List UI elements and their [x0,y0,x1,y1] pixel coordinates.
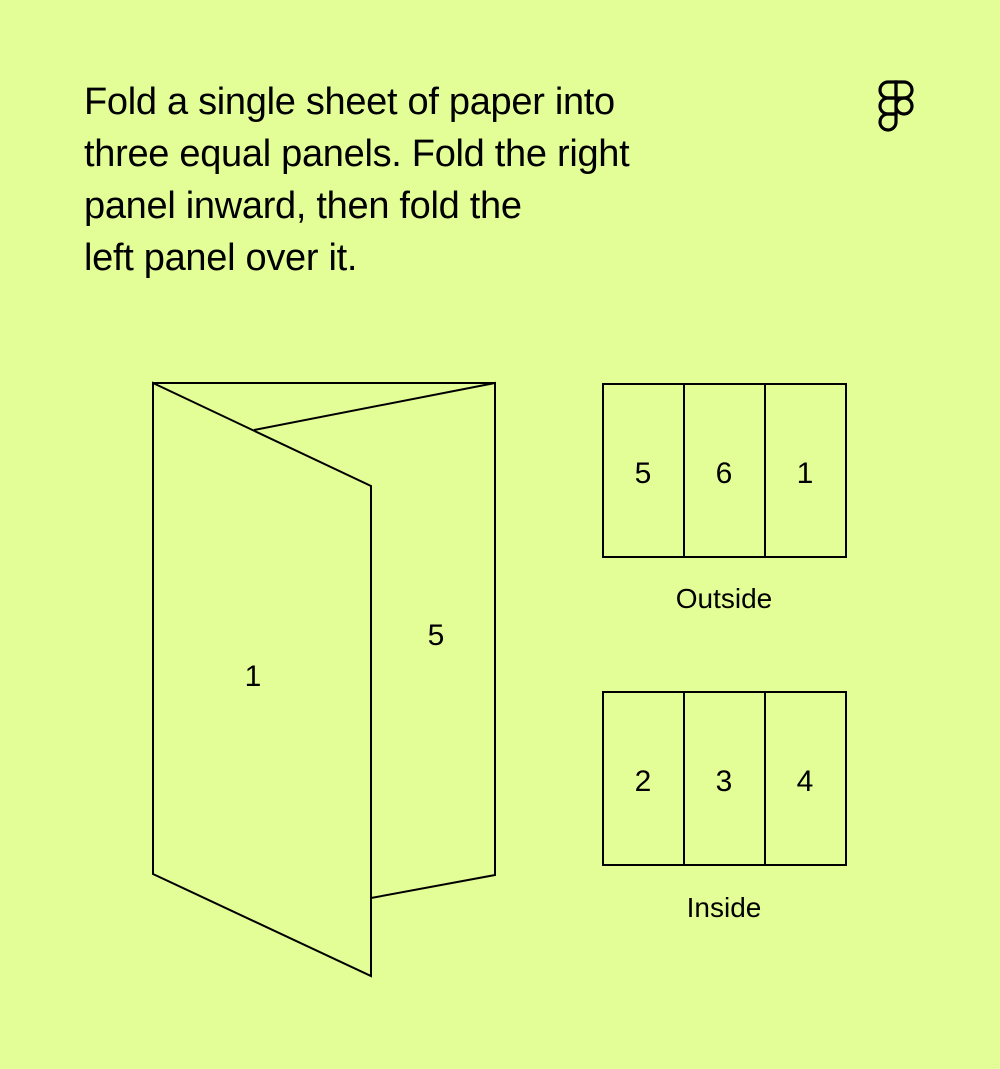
outside-panel-number: 6 [716,457,733,490]
inside-panel-number: 4 [797,765,814,798]
instructions-line-3: panel inward, then fold the [84,185,522,227]
figma-logo-icon [878,80,914,132]
instructions-line-4: left panel over it. [84,237,358,279]
outside-layout: 5 6 1 Outside [602,383,847,614]
instructions-text: Fold a single sheet of paper into three … [84,76,764,284]
inside-layout: 2 3 4 Inside [602,691,847,923]
front-left-panel [152,381,372,978]
front-panel-number: 1 [245,660,262,693]
back-right-panel [253,381,496,899]
folded-brochure-illustration [152,381,496,978]
inside-panel-number: 2 [635,765,652,798]
outside-panel-number: 1 [797,457,814,490]
inside-panel-number: 3 [716,765,733,798]
instructions-line-2: three equal panels. Fold the right [84,133,630,175]
instructions-line-1: Fold a single sheet of paper into [84,81,615,123]
inside-caption: Inside [687,892,762,923]
outside-caption: Outside [676,583,773,614]
outside-panel-number: 5 [635,457,652,490]
outside-panel-right [764,383,847,558]
inside-panel-right [764,691,847,866]
back-panel-number: 5 [428,619,445,652]
